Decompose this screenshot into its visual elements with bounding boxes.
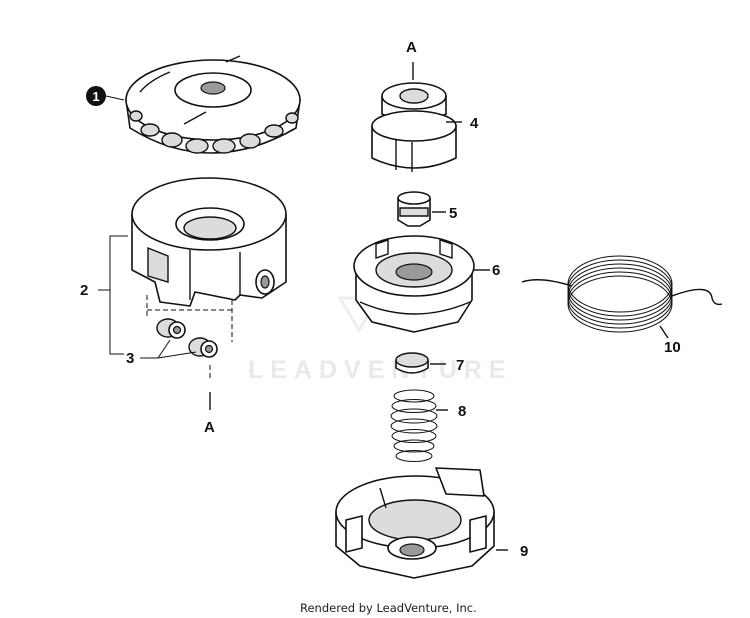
part-10-line-coil [521, 255, 723, 339]
callout-5: 5 [449, 205, 457, 222]
part-5-nut [397, 191, 446, 227]
callout-6: 6 [492, 262, 500, 279]
footer-credit: Rendered by LeadVenture, Inc. [300, 601, 477, 615]
part-9-base [335, 467, 508, 579]
part-1-cap [125, 55, 301, 154]
callout-3: 3 [126, 350, 134, 367]
part-2-bracket [98, 235, 128, 355]
svg-text:1: 1 [92, 89, 99, 104]
part-8-spring [390, 389, 448, 462]
part-2-housing [131, 177, 287, 307]
part-3-eyelets [140, 318, 218, 359]
part-7-button [395, 352, 446, 374]
callout-1: 1 [86, 86, 125, 106]
callout-10: 10 [664, 339, 681, 356]
callout-9: 9 [520, 543, 528, 560]
callout-8: 8 [458, 403, 466, 420]
callout-2: 2 [80, 282, 88, 299]
part-4-adapter [371, 62, 462, 172]
marker-a-top-label: A [406, 39, 417, 56]
part-6-spool [353, 235, 490, 333]
callout-7: 7 [456, 357, 464, 374]
watermark: LEADVENTURE [248, 356, 513, 384]
dashed-guides [146, 295, 233, 380]
marker-a-bottom-label: A [204, 419, 215, 436]
callout-4: 4 [470, 115, 479, 132]
